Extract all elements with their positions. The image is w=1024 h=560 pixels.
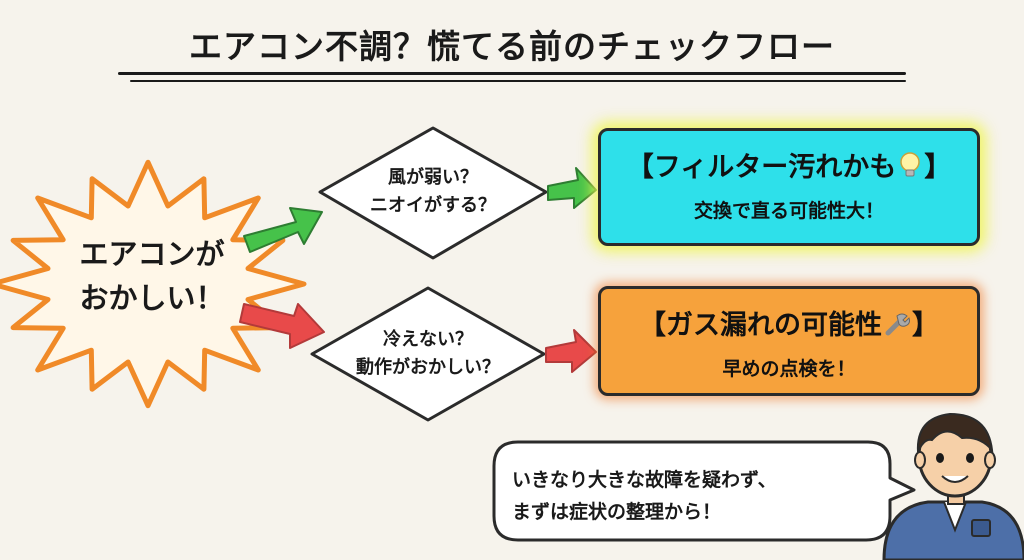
decision-diamond-1: [318, 126, 548, 260]
advice-text: いきなり大きな故障を疑わず、 まずは症状の整理から！: [512, 464, 842, 528]
result-1-title-row: 【フィルター汚れかも 】: [601, 145, 977, 184]
result-2-subtext: 早めの点検を！: [722, 358, 856, 380]
result-1-title-end: 】: [924, 152, 952, 183]
decision-2-line-1: 冷えない？: [383, 329, 473, 350]
title-underline-2: [130, 80, 906, 82]
result-2-title-row: 【ガス漏れの可能性 】: [601, 303, 977, 342]
lightbulb-icon: [900, 152, 920, 177]
advice-line-2: まずは症状の整理から！: [512, 501, 722, 523]
start-line-1: エアコンが: [79, 237, 225, 271]
title-underline-1: [118, 72, 906, 75]
result-box-gas-leak: 【ガス漏れの可能性 】 早めの点検を！: [598, 286, 980, 396]
decision-diamond-2: [310, 286, 546, 422]
arrow-red-right: [545, 329, 597, 373]
decision-2-text: 冷えない？ 動作がおかしい？: [328, 326, 528, 382]
result-1-subtext: 交換で直る可能性大！: [693, 200, 884, 222]
start-node-text: エアコンが おかしい！: [52, 232, 252, 320]
arrow-green-up: [243, 207, 323, 253]
page-title: エアコン不調？慌てる前のチェックフロー: [189, 27, 835, 66]
result-1-title: 【フィルター汚れかも: [626, 152, 897, 183]
result-box-filter: 【フィルター汚れかも 】 交換で直る可能性大！: [598, 128, 980, 246]
arrow-green-right: [547, 167, 597, 209]
decision-1-line-1: 風が弱い？: [388, 167, 478, 188]
advice-line-1: いきなり大きな故障を疑わず、: [512, 469, 777, 491]
decision-1-line-2: ニオイがする？: [370, 195, 496, 216]
wrench-icon: [885, 313, 910, 336]
mechanic-character: [882, 412, 1024, 560]
decision-2-line-2: 動作がおかしい？: [356, 357, 500, 378]
arrow-red-down: [239, 303, 325, 349]
decision-1-text: 風が弱い？ ニオイがする？: [343, 164, 523, 220]
result-2-title-end: 】: [912, 310, 939, 341]
start-line-2: おかしい！: [79, 281, 225, 315]
result-2-title: 【ガス漏れの可能性: [639, 310, 882, 341]
speech-bubble: [492, 440, 916, 542]
